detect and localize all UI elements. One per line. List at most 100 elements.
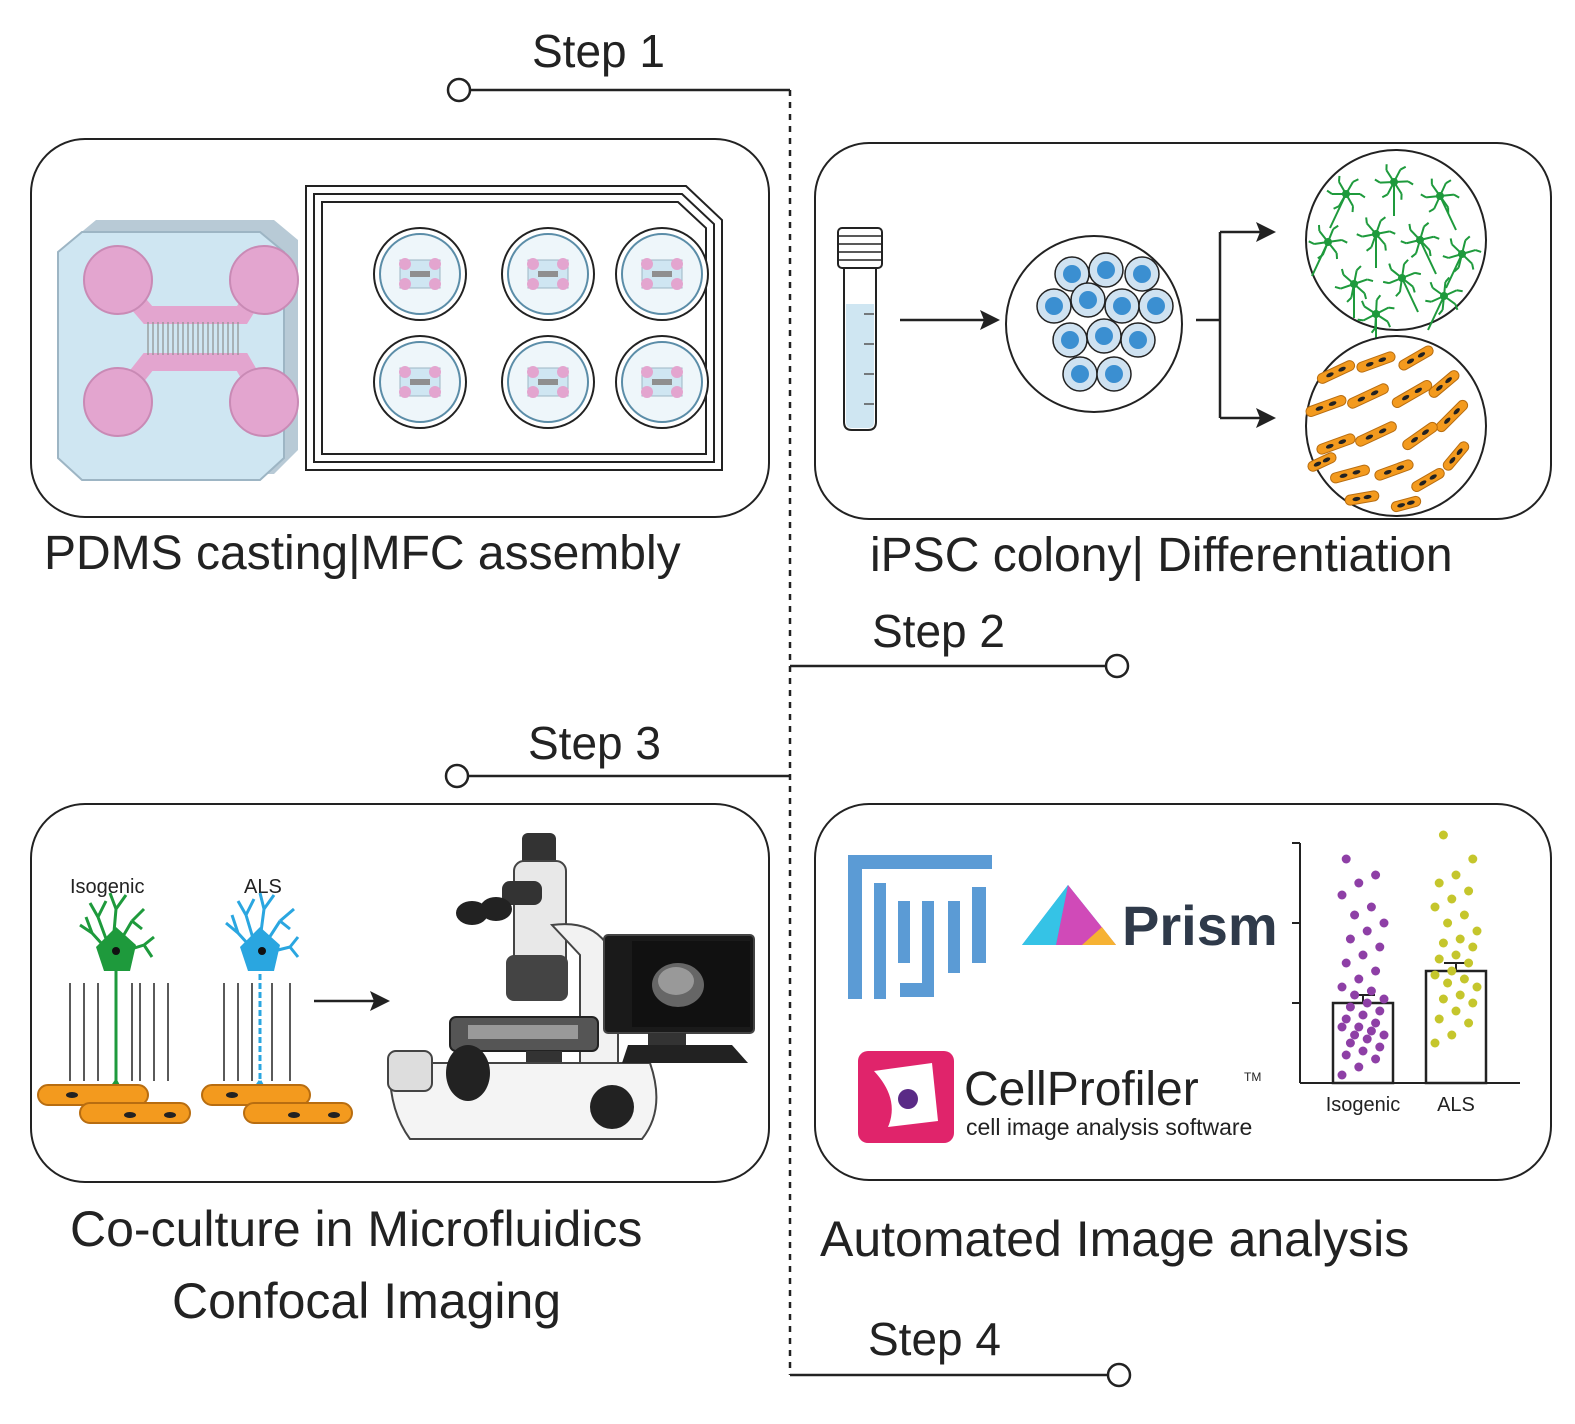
mini-chip-port xyxy=(399,258,411,270)
data-point xyxy=(1379,994,1389,1004)
ipsc-illustration xyxy=(837,149,1487,517)
panel-pdms-casting xyxy=(30,138,770,518)
data-point xyxy=(1375,942,1385,952)
data-point xyxy=(1358,1010,1368,1020)
mini-chip-port xyxy=(429,366,441,378)
step3-label: Step 3 xyxy=(528,717,661,769)
coculture-illustration: Isogenic ALS xyxy=(37,833,755,1140)
data-point xyxy=(1366,902,1376,912)
myotube xyxy=(1398,345,1434,371)
plate-wells xyxy=(373,227,709,429)
myotube xyxy=(1316,433,1356,455)
data-point xyxy=(1337,890,1347,900)
caption-image-analysis: Automated Image analysis xyxy=(820,1211,1410,1267)
neuron xyxy=(1374,164,1414,216)
myotube xyxy=(1402,421,1438,451)
ipsc-nucleus xyxy=(1071,365,1089,383)
data-point xyxy=(1350,990,1360,1000)
ipsc-nucleus xyxy=(1147,297,1165,315)
ipsc-nucleus xyxy=(1061,331,1079,349)
neuron xyxy=(1400,222,1440,275)
data-point xyxy=(1371,966,1381,976)
data-point xyxy=(1443,978,1453,988)
caption-ipsc-differentiation: iPSC colony| Differentiation xyxy=(870,529,1453,582)
data-point xyxy=(1354,1022,1364,1032)
data-point xyxy=(1362,998,1372,1008)
als-label: ALS xyxy=(244,876,282,898)
neuron xyxy=(1308,224,1348,277)
data-point xyxy=(1379,918,1389,928)
data-point xyxy=(1472,926,1482,936)
data-point xyxy=(1434,954,1444,964)
mini-chip-port xyxy=(641,386,653,398)
mini-chip-port xyxy=(641,278,653,290)
microscope-icon xyxy=(387,833,658,1140)
data-point xyxy=(1371,870,1381,880)
myotube xyxy=(1316,360,1356,384)
data-point xyxy=(1459,974,1469,984)
fiji-logo xyxy=(848,855,992,999)
neuron xyxy=(1425,276,1463,331)
data-point xyxy=(1468,854,1478,864)
step1-label: Step 1 xyxy=(532,25,665,77)
data-point xyxy=(1464,958,1474,968)
data-point xyxy=(1434,1014,1444,1024)
ipsc-cells xyxy=(1036,252,1174,392)
data-point xyxy=(1464,1018,1474,1028)
mini-chip-port xyxy=(527,258,539,270)
data-point xyxy=(1337,1022,1347,1032)
mini-chip-grooves xyxy=(652,379,672,385)
myotube xyxy=(1347,383,1389,409)
data-point xyxy=(1447,894,1457,904)
data-point xyxy=(1366,1026,1376,1036)
myotube xyxy=(1428,370,1460,398)
data-point xyxy=(1443,918,1453,928)
step2-label: Step 2 xyxy=(872,605,1005,657)
isogenic-neuron xyxy=(79,892,155,1108)
data-point xyxy=(1371,1054,1381,1064)
mini-chip-grooves xyxy=(410,379,430,385)
arrow-icon xyxy=(314,991,390,1011)
six-well-plate xyxy=(305,185,723,471)
data-point xyxy=(1341,854,1351,864)
myotubes xyxy=(37,1084,353,1124)
panel-image-analysis: Prism CellProfiler TM cell image analysi… xyxy=(814,803,1552,1181)
data-point xyxy=(1341,1014,1351,1024)
data-point xyxy=(1337,982,1347,992)
panel-coculture: Isogenic ALS xyxy=(30,803,770,1183)
mini-chip-port xyxy=(527,366,539,378)
mini-chip-port xyxy=(641,366,653,378)
data-point xyxy=(1341,958,1351,968)
data-point xyxy=(1375,1042,1385,1052)
mini-chip-port xyxy=(399,366,411,378)
arrow-icon xyxy=(900,310,1000,330)
neuron xyxy=(1334,265,1374,318)
data-point xyxy=(1451,950,1461,960)
mini-chip-port xyxy=(527,386,539,398)
data-point xyxy=(1430,970,1440,980)
data-point xyxy=(1438,994,1448,1004)
ipsc-nucleus xyxy=(1113,297,1131,315)
step2-node xyxy=(1104,653,1130,679)
data-point xyxy=(1447,966,1457,976)
myotube xyxy=(1305,395,1347,417)
arrow-icon xyxy=(1256,408,1276,428)
mini-chip-port xyxy=(399,386,411,398)
mini-chip-port xyxy=(671,258,683,270)
myotube xyxy=(1330,464,1370,484)
myotube xyxy=(1374,459,1414,481)
neuron xyxy=(1382,259,1422,313)
mini-chip-port xyxy=(399,278,411,290)
data-point xyxy=(1468,942,1478,952)
step4-label: Step 4 xyxy=(868,1313,1001,1365)
mini-chip-port xyxy=(557,278,569,290)
prism-wordmark: Prism xyxy=(1122,894,1278,957)
ipsc-nucleus xyxy=(1079,291,1097,309)
x-tick-isogenic: Isogenic xyxy=(1326,1094,1401,1116)
data-point xyxy=(1472,982,1482,992)
ipsc-nucleus xyxy=(1129,331,1147,349)
mini-chip-grooves xyxy=(538,271,558,277)
ipsc-nucleus xyxy=(1105,365,1123,383)
vial-icon xyxy=(837,227,883,431)
